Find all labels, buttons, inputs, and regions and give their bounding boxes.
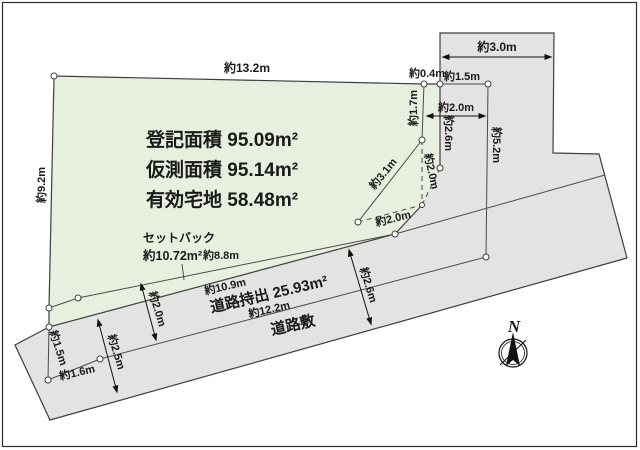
effective-area-text: 有効宅地 58.48m² bbox=[146, 188, 298, 211]
plot-southeast-edge bbox=[48, 204, 423, 328]
arrow-road-width-east bbox=[347, 248, 373, 326]
setback-length: 約8.8m bbox=[202, 248, 239, 262]
compass-north-letter: N bbox=[507, 317, 521, 336]
setback-leader-line bbox=[181, 263, 185, 281]
old-boundary-segment bbox=[421, 83, 425, 141]
survey-vertex-markers bbox=[44, 72, 492, 384]
dim-old-boundary: 約1.7m bbox=[406, 90, 420, 127]
road-center-line bbox=[99, 256, 487, 360]
diagonal-boundary-segment bbox=[357, 139, 423, 223]
east-survey-line bbox=[485, 83, 489, 258]
dim-top-seg: 約1.5m bbox=[443, 69, 480, 83]
dim-left-edge: 約9.2m bbox=[34, 167, 48, 204]
road-north-block-outline bbox=[439, 32, 628, 259]
setback-title: セットバック bbox=[143, 231, 215, 245]
area-summary: 登記面積 95.09m² 仮測面積 95.14m² 有効宅地 58.48m² bbox=[145, 128, 298, 211]
dim-top-edge: 約13.2m bbox=[223, 60, 270, 75]
arrow-setback-2m bbox=[139, 282, 158, 342]
road-south-outline bbox=[14, 257, 628, 421]
compass: N bbox=[498, 317, 528, 368]
registered-area-text: 登記面積 95.09m² bbox=[145, 128, 298, 151]
road-area-shape bbox=[15, 33, 627, 420]
dim-deep-strip: 約5.2m bbox=[490, 126, 504, 163]
compass-needle bbox=[506, 332, 520, 366]
measured-area-text: 仮測面積 95.14m² bbox=[145, 158, 298, 181]
plot-dashed-corner-edge bbox=[421, 167, 441, 206]
dim-block-width: 約3.0m bbox=[476, 39, 516, 54]
arrow-road-width-west bbox=[96, 318, 119, 394]
plot-shape bbox=[49, 76, 440, 327]
road-edge-east-line bbox=[394, 174, 606, 235]
dim-notch: 約0.4m bbox=[408, 66, 445, 80]
dim-gap-2m: 約2.0m bbox=[437, 100, 474, 114]
setback-area: 約10.72m² bbox=[142, 248, 202, 263]
dim-right-strip: 約2.6m bbox=[442, 114, 456, 151]
dashed-diagonal-line bbox=[357, 204, 423, 223]
